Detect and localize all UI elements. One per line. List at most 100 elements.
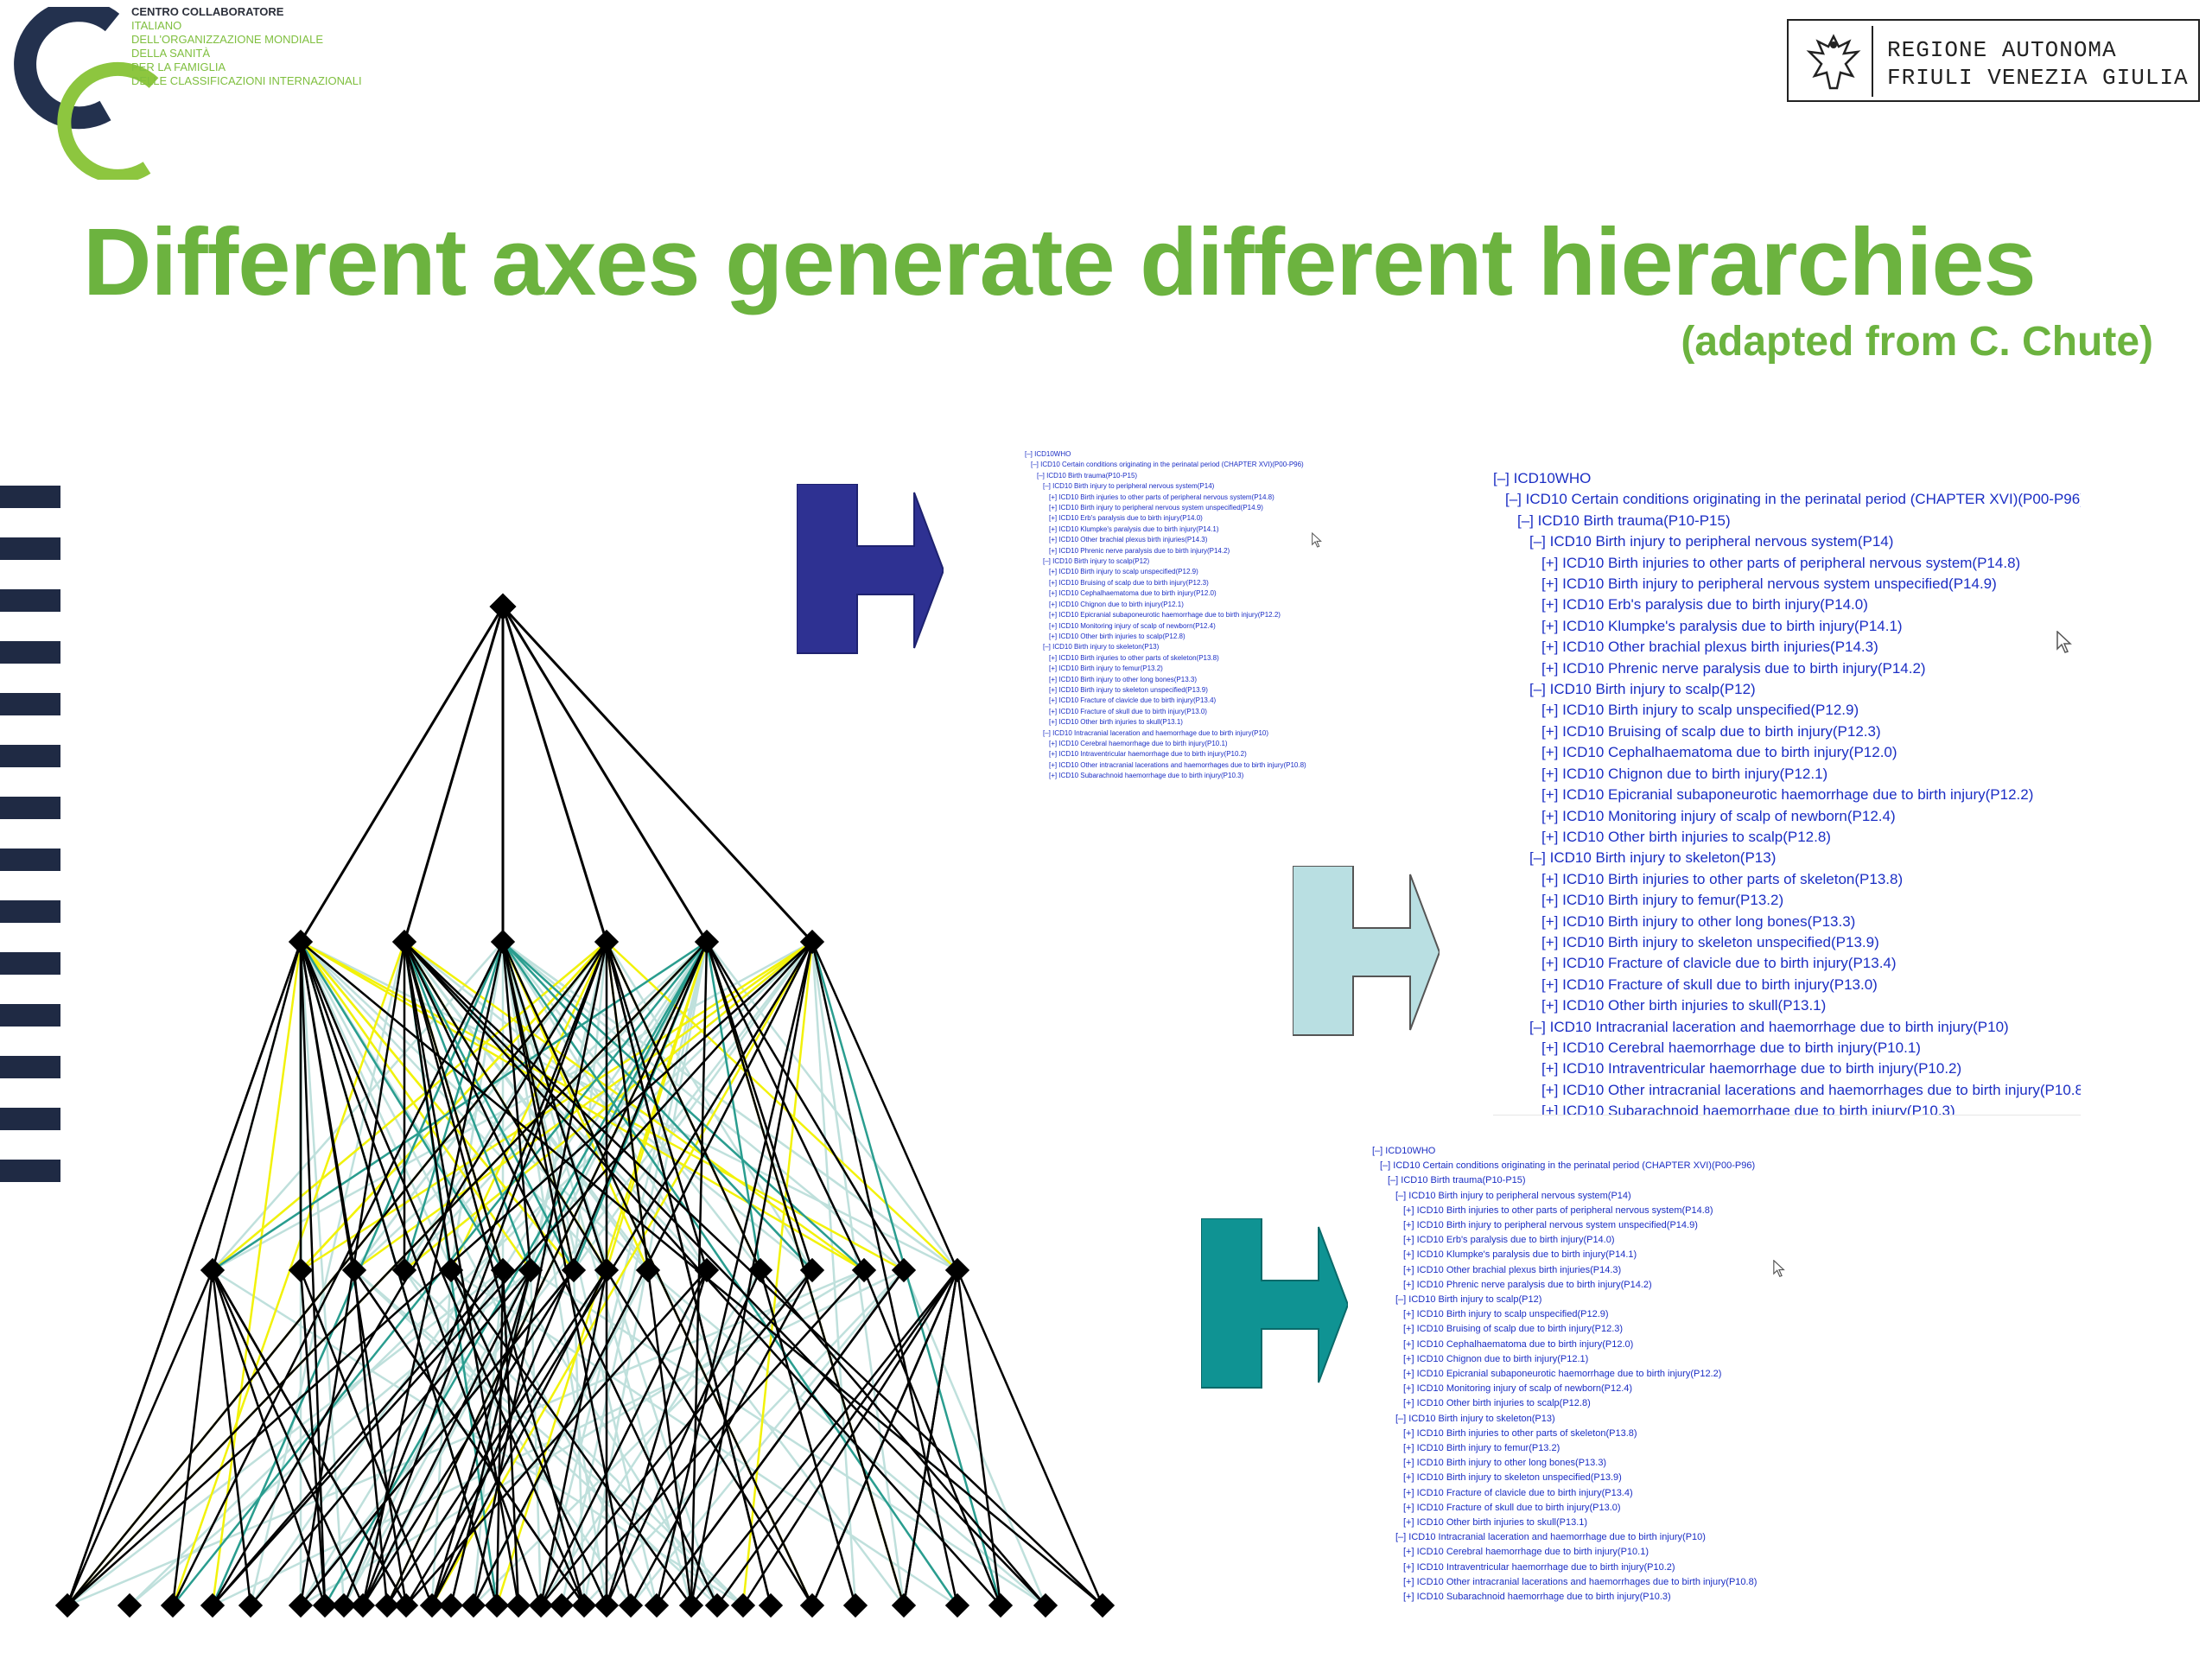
tree-toggle[interactable]: [+] (1541, 596, 1563, 613)
tree-toggle[interactable]: [–] (1372, 1146, 1386, 1156)
tree-row[interactable]: [+] ICD10 Monitoring injury of scalp of … (1025, 621, 1353, 632)
tree-row[interactable]: [+] ICD10 Birth injury to scalp unspecif… (1025, 567, 1353, 577)
tree-toggle[interactable]: [+] (1403, 1561, 1417, 1573)
tree-toggle[interactable]: [–] (1529, 1018, 1550, 1035)
tree-row[interactable]: [–] ICD10 Birth injury to scalp(P12) (1493, 679, 2081, 700)
tree-row[interactable]: [+] ICD10 Other birth injuries to scalp(… (1025, 632, 1353, 642)
tree-toggle[interactable]: [+] (1403, 1369, 1417, 1380)
tree-row[interactable]: [–] ICD10WHO (1493, 468, 2081, 489)
tree-toggle[interactable]: [+] (1403, 1383, 1417, 1395)
tree-row[interactable]: [+] ICD10 Birth injuries to other parts … (1025, 653, 1353, 664)
tree-row[interactable]: [+] ICD10 Cerebral haemorrhage due to bi… (1372, 1545, 1821, 1560)
tree-toggle[interactable]: [+] (1403, 1205, 1417, 1216)
tree-row[interactable]: [–] ICD10 Intracranial laceration and ha… (1493, 1017, 2081, 1038)
tree-row[interactable]: [+] ICD10 Birth injuries to other parts … (1372, 1204, 1821, 1218)
tree-row[interactable]: [+] ICD10 Klumpke's paralysis due to bir… (1025, 524, 1353, 535)
tree-toggle[interactable]: [+] (1541, 765, 1563, 782)
tree-toggle[interactable]: [+] (1049, 621, 1059, 630)
tree-toggle[interactable]: [–] (1505, 491, 1526, 508)
tree-toggle[interactable]: [+] (1049, 578, 1059, 587)
tree-row[interactable]: [+] ICD10 Klumpke's paralysis due to bir… (1493, 616, 2081, 637)
tree-row[interactable]: [+] ICD10 Other birth injuries to scalp(… (1493, 827, 2081, 848)
tree-toggle[interactable]: [+] (1541, 997, 1563, 1014)
tree-row[interactable]: [+] ICD10 Cerebral haemorrhage due to bi… (1025, 739, 1353, 749)
tree-row[interactable]: [–] ICD10 Birth injury to skeleton(P13) (1372, 1412, 1821, 1427)
tree-toggle[interactable]: [+] (1049, 653, 1059, 662)
tree-row[interactable]: [+] ICD10 Other brachial plexus birth in… (1372, 1263, 1821, 1278)
tree-row[interactable]: [+] ICD10 Birth injury to femur(P13.2) (1025, 664, 1353, 674)
tree-row[interactable]: [+] ICD10 Birth injury to femur(P13.2) (1372, 1441, 1821, 1456)
tree-toggle[interactable]: [+] (1541, 1103, 1563, 1116)
tree-toggle[interactable]: [+] (1049, 589, 1059, 598)
tree-toggle[interactable]: [+] (1541, 892, 1563, 909)
tree-row[interactable]: [+] ICD10 Other birth injuries to skull(… (1372, 1516, 1821, 1530)
tree-row[interactable]: [+] ICD10 Erb's paralysis due to birth i… (1025, 513, 1353, 524)
tree-row[interactable]: [–] ICD10 Birth injury to peripheral ner… (1372, 1189, 1821, 1204)
tree-row[interactable]: [–] ICD10 Birth injury to scalp(P12) (1372, 1293, 1821, 1307)
tree-toggle[interactable]: [+] (1541, 807, 1563, 824)
tree-row[interactable]: [+] ICD10 Epicranial subaponeurotic haem… (1493, 785, 2081, 805)
tree-row[interactable]: [+] ICD10 Subarachnoid haemorrhage due t… (1493, 1101, 2081, 1116)
tree-toggle[interactable]: [+] (1403, 1547, 1417, 1558)
tree-toggle[interactable]: [+] (1541, 575, 1563, 593)
tree-row[interactable]: [+] ICD10 Epicranial subaponeurotic haem… (1372, 1367, 1821, 1382)
tree-row[interactable]: [+] ICD10 Bruising of scalp due to birth… (1025, 578, 1353, 588)
tree-row[interactable]: [+] ICD10 Cephalhaematoma due to birth i… (1493, 742, 2081, 763)
tree-toggle[interactable]: [+] (1541, 1060, 1563, 1077)
tree-row[interactable]: [+] ICD10 Fracture of clavicle due to bi… (1025, 696, 1353, 706)
tree-toggle[interactable]: [+] (1403, 1309, 1417, 1320)
tree-row[interactable]: [+] ICD10 Bruising of scalp due to birth… (1372, 1322, 1821, 1337)
tree-toggle[interactable]: [+] (1049, 504, 1059, 512)
tree-row[interactable]: [+] ICD10 Phrenic nerve paralysis due to… (1493, 658, 2081, 679)
tree-row[interactable]: [+] ICD10 Birth injury to skeleton unspe… (1025, 685, 1353, 696)
tree-toggle[interactable]: [–] (1529, 681, 1550, 698)
tree-row[interactable]: [+] ICD10 Other intracranial lacerations… (1493, 1080, 2081, 1101)
tree-row[interactable]: [–] ICD10 Certain conditions originating… (1372, 1159, 1821, 1173)
tree-toggle[interactable]: [+] (1541, 786, 1563, 804)
tree-toggle[interactable]: [+] (1541, 870, 1563, 887)
tree-row[interactable]: [+] ICD10 Subarachnoid haemorrhage due t… (1025, 771, 1353, 781)
tree-toggle[interactable]: [+] (1541, 976, 1563, 993)
tree-row[interactable]: [–] ICD10 Birth trauma(P10-P15) (1025, 471, 1353, 481)
tree-toggle[interactable]: [+] (1403, 1472, 1417, 1484)
tree-row[interactable]: [+] ICD10 Cephalhaematoma due to birth i… (1025, 588, 1353, 599)
tree-toggle[interactable]: [+] (1541, 639, 1563, 656)
tree-toggle[interactable]: [–] (1025, 450, 1035, 458)
tree-row[interactable]: [+] ICD10 Chignon due to birth injury(P1… (1372, 1352, 1821, 1367)
tree-toggle[interactable]: [–] (1395, 1190, 1409, 1201)
tree-row[interactable]: [+] ICD10 Birth injuries to other parts … (1025, 493, 1353, 503)
tree-toggle[interactable]: [+] (1049, 685, 1059, 694)
tree-row[interactable]: [+] ICD10 Birth injury to scalp unspecif… (1493, 700, 2081, 721)
tree-toggle[interactable]: [+] (1541, 955, 1563, 972)
tree-toggle[interactable]: [+] (1049, 611, 1059, 620)
tree-row[interactable]: [+] ICD10 Intraventricular haemorrhage d… (1493, 1058, 2081, 1079)
tree-toggle[interactable]: [+] (1049, 546, 1059, 555)
tree-toggle[interactable]: [+] (1541, 659, 1563, 677)
tree-row[interactable]: [+] ICD10 Birth injury to peripheral ner… (1493, 574, 2081, 594)
tree-toggle[interactable]: [–] (1380, 1160, 1394, 1172)
tree-row[interactable]: [+] ICD10 Birth injury to other long bon… (1372, 1456, 1821, 1471)
tree-toggle[interactable]: [+] (1541, 554, 1563, 571)
tree-toggle[interactable]: [+] (1049, 772, 1059, 780)
tree-toggle[interactable]: [+] (1049, 536, 1059, 544)
tree-toggle[interactable]: [+] (1403, 1398, 1417, 1409)
tree-toggle[interactable]: [+] (1403, 1264, 1417, 1275)
tree-row[interactable]: [+] ICD10 Birth injury to other long bon… (1493, 912, 2081, 932)
tree-row[interactable]: [+] ICD10 Epicranial subaponeurotic haem… (1025, 610, 1353, 620)
tree-row[interactable]: [–] ICD10 Birth injury to peripheral ner… (1493, 531, 2081, 552)
tree-toggle[interactable]: [+] (1049, 524, 1059, 533)
tree-toggle[interactable]: [–] (1529, 849, 1550, 867)
tree-row[interactable]: [+] ICD10 Erb's paralysis due to birth i… (1372, 1233, 1821, 1248)
tree-toggle[interactable]: [+] (1541, 912, 1563, 930)
tree-row[interactable]: [+] ICD10 Birth injury to skeleton unspe… (1372, 1471, 1821, 1485)
tree-row[interactable]: [+] ICD10 Fracture of clavicle due to bi… (1372, 1486, 1821, 1501)
tree-toggle[interactable]: [+] (1541, 702, 1563, 719)
tree-toggle[interactable]: [+] (1049, 707, 1059, 715)
tree-row[interactable]: [–] ICD10 Birth trauma(P10-P15) (1372, 1173, 1821, 1188)
tree-toggle[interactable]: [+] (1541, 1039, 1563, 1056)
tree-row[interactable]: [+] ICD10 Birth injury to scalp unspecif… (1372, 1307, 1821, 1322)
tree-row[interactable]: [+] ICD10 Bruising of scalp due to birth… (1493, 721, 2081, 742)
tree-toggle[interactable]: [+] (1403, 1502, 1417, 1513)
tree-toggle[interactable]: [+] (1049, 675, 1059, 683)
tree-toggle[interactable]: [–] (1395, 1413, 1409, 1424)
